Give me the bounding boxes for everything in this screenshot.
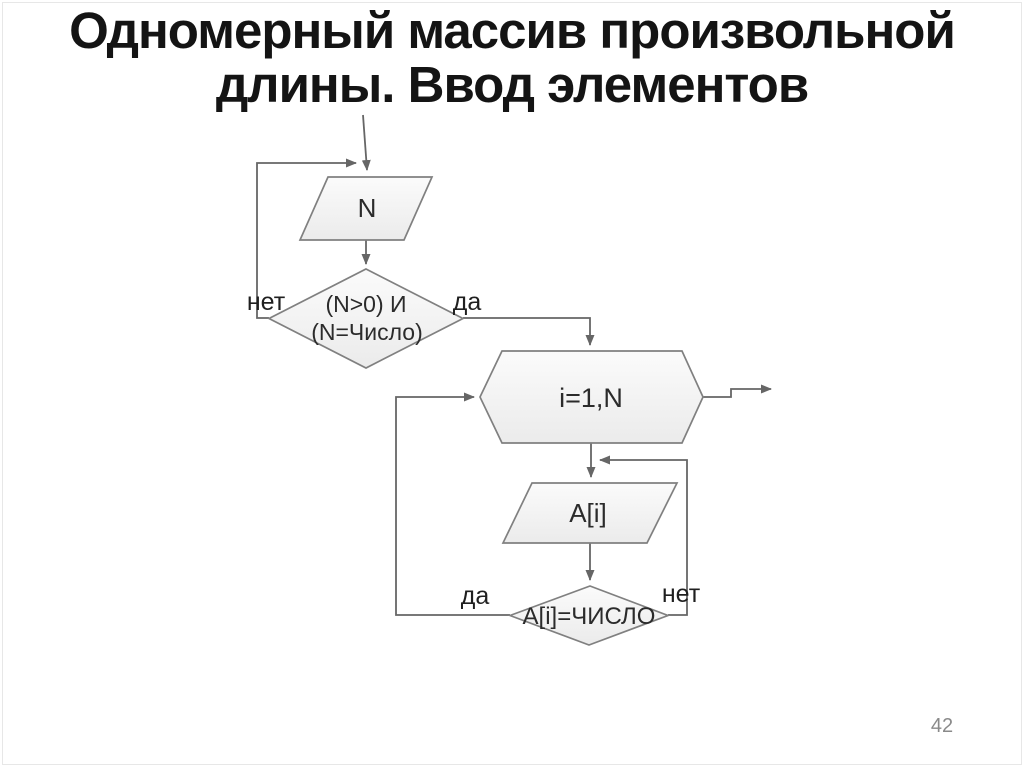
- input-element-label: A[i]: [569, 498, 607, 528]
- input-element-shape: [501, 482, 679, 544]
- branch-label-no-condition-element: нет: [662, 580, 701, 608]
- connector-no-retry-loopback: [599, 455, 688, 616]
- branch-label-yes-condition-n: да: [453, 288, 482, 316]
- branch-label-no-condition-n: нет: [247, 288, 286, 316]
- input-n-label: N: [358, 193, 377, 223]
- condition-n-label-line2: (N=Число): [311, 319, 423, 345]
- slide-title-line2: длины. Ввод элементов: [215, 56, 809, 113]
- loop-header-shape: [479, 350, 704, 444]
- loop-header-label: i=1,N: [559, 383, 623, 413]
- slide-title-line1: Одномерный массив произвольной: [69, 2, 956, 59]
- branch-label-yes-condition-element: да: [461, 582, 490, 610]
- connector-entry-arrow: [361, 114, 371, 171]
- condition-element-shape: [507, 585, 671, 646]
- input-n-shape: [298, 176, 434, 241]
- condition-n-shape: [267, 268, 465, 369]
- condition-element-label: A[i]=ЧИСЛО: [523, 603, 656, 630]
- connector-loop-exit-arrow: [703, 384, 772, 398]
- connector-yes-loopback-to-loop: [395, 392, 510, 616]
- condition-n-label-line1: (N>0) И: [325, 291, 406, 317]
- connector-yes-to-loop: [463, 317, 595, 346]
- page-number: 42: [930, 715, 954, 737]
- connector-no-loopback: [256, 158, 357, 319]
- slide-title: Одномерный массив произвольной длины. Вв…: [0, 4, 1024, 112]
